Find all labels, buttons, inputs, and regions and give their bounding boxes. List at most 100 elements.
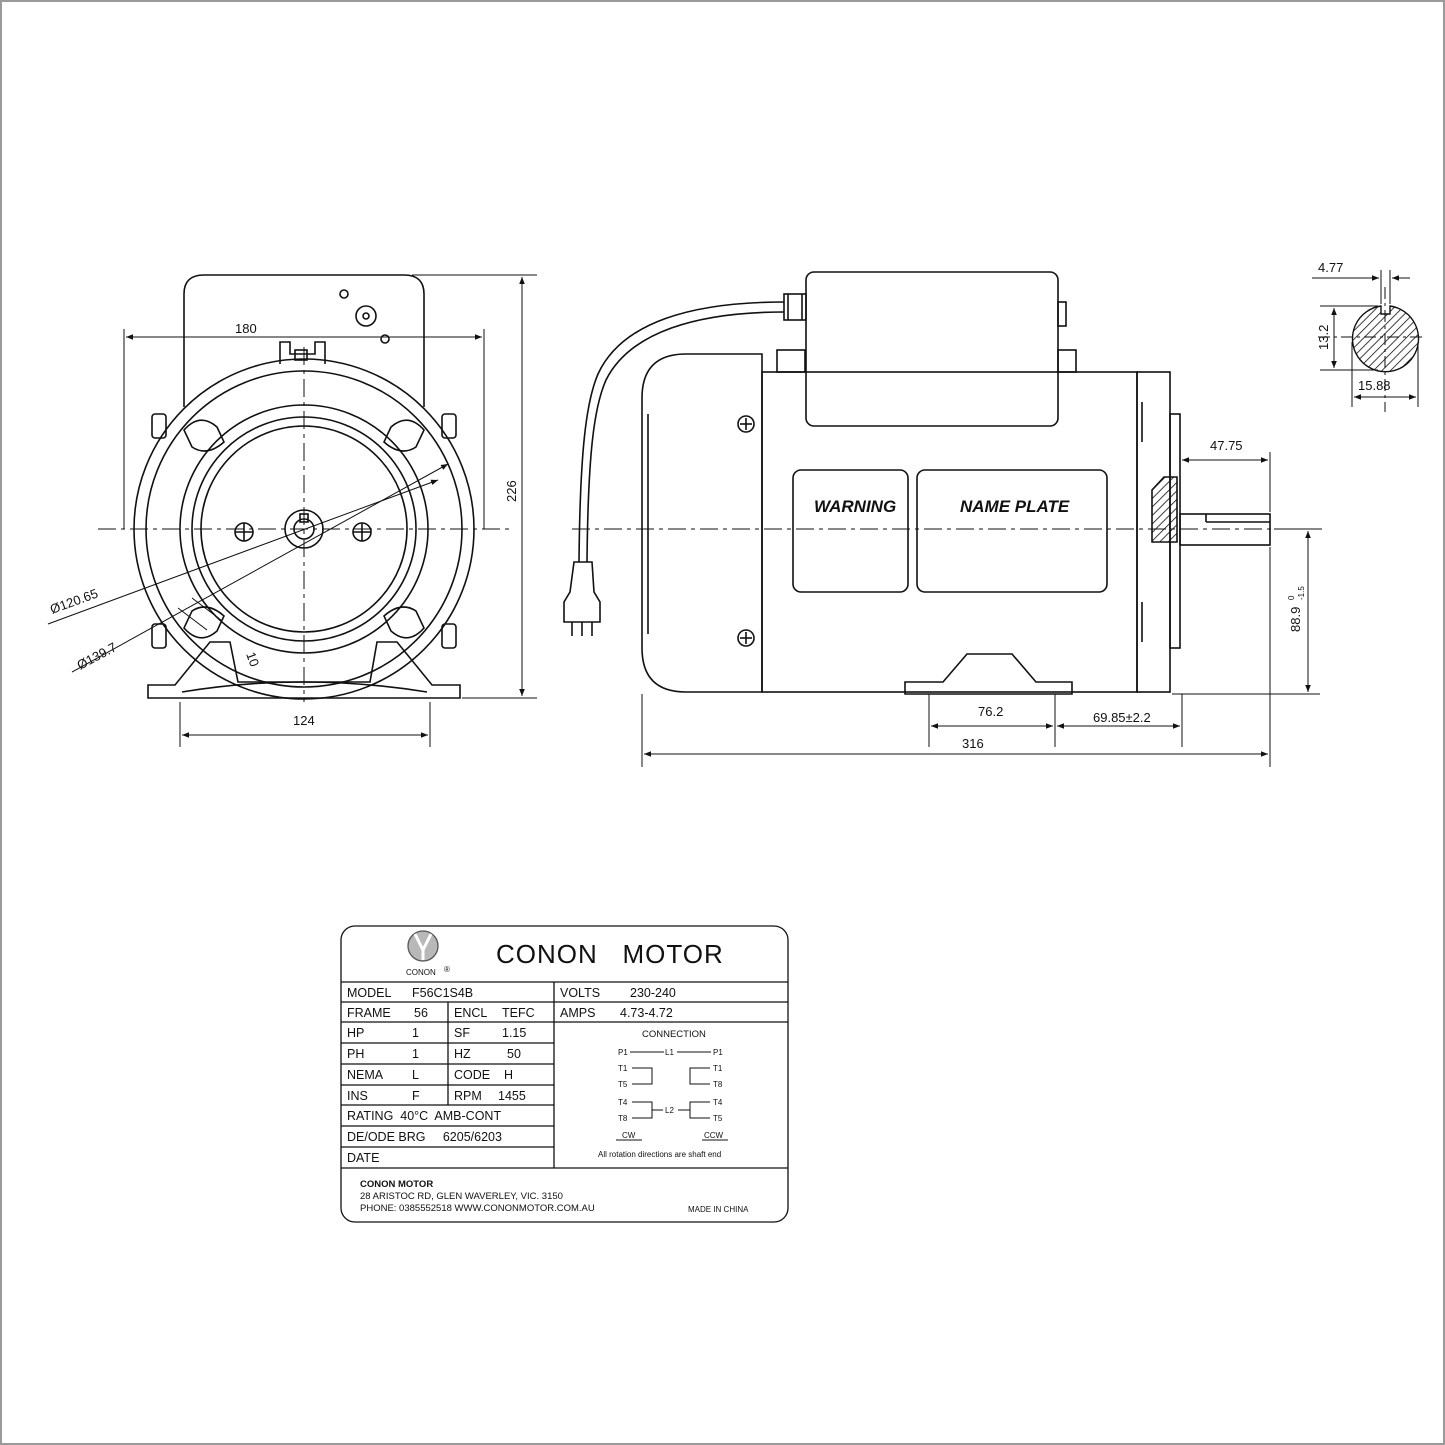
dim-dia-1397: Ø139.7 bbox=[74, 639, 119, 672]
nameplate-value-nema: L bbox=[412, 1068, 419, 1082]
conn-t1-right: T1 bbox=[713, 1064, 723, 1073]
front-gland bbox=[355, 305, 377, 327]
nameplate-value-ph: 1 bbox=[412, 1047, 419, 1061]
dim-889-tol-upper: 0 bbox=[1287, 595, 1296, 600]
nameplate-value-sf: 1.15 bbox=[502, 1026, 526, 1040]
dim-889-tol-lower: -1.5 bbox=[1297, 586, 1306, 600]
dim-132: 13.2 bbox=[1316, 325, 1331, 350]
side-foot bbox=[904, 653, 1073, 695]
conn-t4-right: T4 bbox=[713, 1098, 723, 1107]
capacitor-box bbox=[805, 271, 1059, 427]
nameplate-label-volts: VOLTS bbox=[560, 986, 600, 1000]
front-dim-text: 180 226 Ø120.65 Ø139.7 10 124 bbox=[48, 321, 519, 728]
brand-logo bbox=[407, 930, 439, 962]
nameplate-label: NAME PLATE bbox=[960, 497, 1070, 516]
nameplate-value-hz: 50 bbox=[507, 1047, 521, 1061]
dim-226: 226 bbox=[504, 480, 519, 502]
front-dimensions bbox=[47, 274, 537, 747]
connection-diagram bbox=[616, 1051, 728, 1141]
nameplate-value-volts: 230-240 bbox=[630, 986, 676, 1000]
nameplate-bearing: DE/ODE BRG 6205/6203 bbox=[347, 1130, 502, 1144]
dim-slot-10: 10 bbox=[243, 650, 262, 669]
conn-cw: CW bbox=[622, 1131, 636, 1140]
nameplate-value-hp: 1 bbox=[412, 1026, 419, 1040]
nameplate-brand-title: CONON MOTOR bbox=[496, 939, 724, 969]
motor-nameplate bbox=[340, 925, 789, 1223]
conn-t5-left: T5 bbox=[618, 1080, 628, 1089]
nameplate-label-hz: HZ bbox=[454, 1047, 471, 1061]
nameplate-label-frame: FRAME bbox=[347, 1006, 391, 1020]
nameplate-label-rpm: RPM bbox=[454, 1089, 482, 1103]
conn-p1-right: P1 bbox=[713, 1048, 723, 1057]
connection-title: CONNECTION bbox=[642, 1029, 706, 1040]
dim-124: 124 bbox=[293, 713, 315, 728]
front-base bbox=[147, 641, 461, 699]
nameplate-label-sf: SF bbox=[454, 1026, 470, 1040]
side-dimensions bbox=[641, 442, 1320, 767]
side-view bbox=[563, 271, 1271, 695]
power-plug bbox=[563, 561, 601, 623]
nameplate-label-hp: HP bbox=[347, 1026, 364, 1040]
power-cable bbox=[578, 301, 785, 563]
nameplate-label-model: MODEL bbox=[347, 986, 392, 1000]
side-screw-top bbox=[737, 415, 755, 433]
dim-4775: 47.75 bbox=[1210, 438, 1243, 453]
registered-mark: ® bbox=[444, 965, 450, 974]
rotation-note: All rotation directions are shaft end bbox=[598, 1150, 721, 1159]
dim-1588: 15.88 bbox=[1358, 378, 1391, 393]
conn-t5-right: T5 bbox=[713, 1114, 723, 1123]
front-fitting bbox=[279, 341, 326, 364]
svg-text:88.9: 88.9 bbox=[1288, 607, 1303, 632]
front-junction-box bbox=[183, 274, 425, 407]
dim-dia-12065: Ø120.65 bbox=[48, 586, 100, 617]
nameplate-label-amps: AMPS bbox=[560, 1006, 595, 1020]
dim-762: 76.2 bbox=[978, 704, 1003, 719]
nameplate-label-ph: PH bbox=[347, 1047, 364, 1061]
nameplate-value-rpm: 1455 bbox=[498, 1089, 526, 1103]
nameplate-value-frame: 56 bbox=[414, 1006, 428, 1020]
nameplate-label-ins: INS bbox=[347, 1089, 368, 1103]
dim-6985: 69.85±2.2 bbox=[1093, 710, 1151, 725]
logo-text: CONON bbox=[406, 968, 436, 977]
cable-gland bbox=[783, 293, 807, 321]
dim-477: 4.77 bbox=[1318, 260, 1343, 275]
nameplate-label-code: CODE bbox=[454, 1068, 490, 1082]
nameplate-value-model: F56C1S4B bbox=[412, 986, 473, 1000]
nameplate-value-ins: F bbox=[412, 1089, 420, 1103]
nameplate-text: CONON MOTOR CONON ® MODEL F56C1S4B FRAME… bbox=[347, 939, 749, 1214]
conn-l2: L2 bbox=[665, 1106, 674, 1115]
front-screw bbox=[339, 289, 349, 299]
warning-label: WARNING bbox=[814, 497, 896, 516]
nameplate-label-nema: NEMA bbox=[347, 1068, 384, 1082]
warning-plate bbox=[792, 469, 909, 593]
nameplate-date: DATE bbox=[347, 1151, 379, 1165]
side-fan-cover bbox=[641, 353, 763, 693]
company-name: CONON MOTOR bbox=[360, 1179, 433, 1190]
nameplate-value-code: H bbox=[504, 1068, 513, 1082]
company-phone: PHONE: 0385552518 WWW.CONONMOTOR.COM.AU bbox=[360, 1203, 595, 1214]
side-screw-bottom bbox=[737, 629, 755, 647]
conn-l1: L1 bbox=[665, 1048, 674, 1057]
nameplate-value-amps: 4.73-4.72 bbox=[620, 1006, 673, 1020]
conn-t8-right: T8 bbox=[713, 1080, 723, 1089]
dim-316: 316 bbox=[962, 736, 984, 751]
conn-t8-left: T8 bbox=[618, 1114, 628, 1123]
made-in: MADE IN CHINA bbox=[688, 1205, 749, 1214]
side-body bbox=[761, 371, 1138, 693]
nameplate-rating: RATING 40°C AMB-CONT bbox=[347, 1109, 501, 1123]
nameplate-frame bbox=[340, 925, 789, 1223]
shaft-section-text: 4.77 13.2 15.88 bbox=[1316, 260, 1391, 393]
company-address: 28 ARISTOC RD, GLEN WAVERLEY, VIC. 3150 bbox=[360, 1191, 563, 1202]
conn-ccw: CCW bbox=[704, 1131, 724, 1140]
conn-t4-left: T4 bbox=[618, 1098, 628, 1107]
side-bearing bbox=[1151, 476, 1178, 543]
dim-889: 88.9 0 -1.5 bbox=[1287, 586, 1306, 632]
nameplate-label-encl: ENCL bbox=[454, 1006, 487, 1020]
nameplate-box bbox=[916, 469, 1108, 593]
shaft-section bbox=[1312, 270, 1424, 412]
conn-p1-left: P1 bbox=[618, 1048, 628, 1057]
nameplate-value-encl: TEFC bbox=[502, 1006, 535, 1020]
side-dim-text: WARNING NAME PLATE 47.75 88.9 0 -1.5 76.… bbox=[814, 438, 1306, 751]
